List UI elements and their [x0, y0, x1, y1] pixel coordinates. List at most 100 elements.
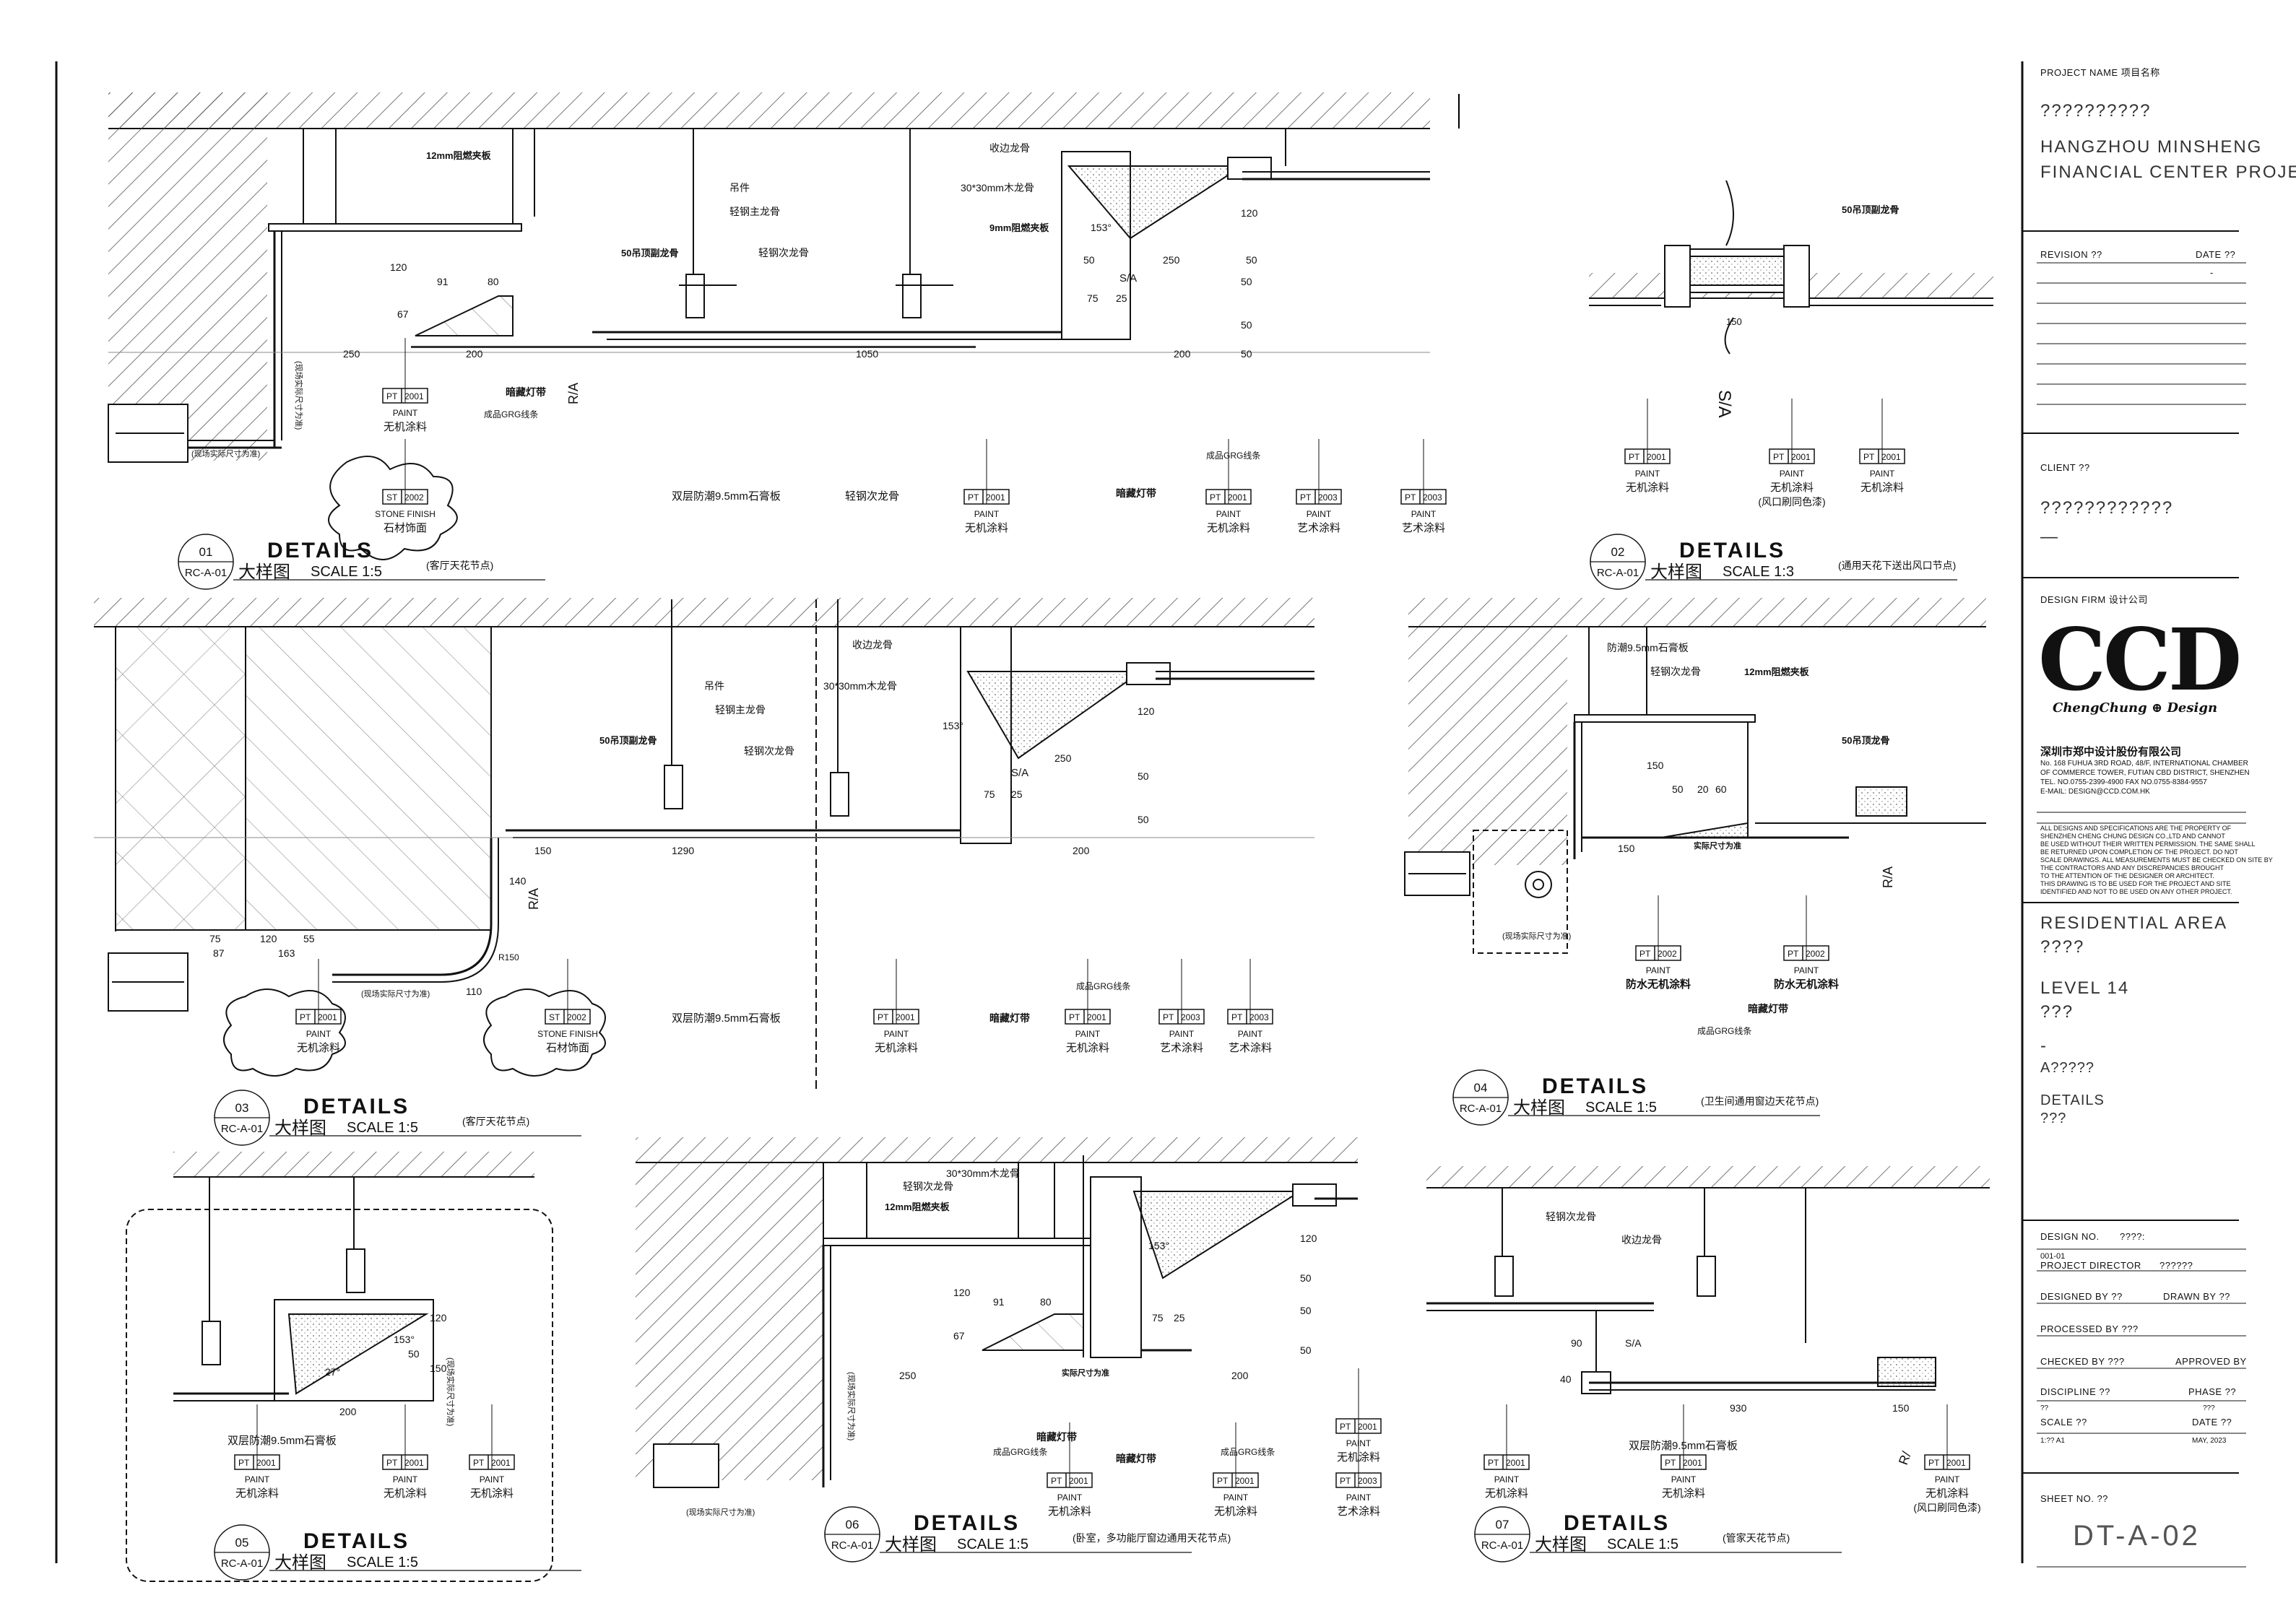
tag-label-en: PAINT — [1671, 1474, 1697, 1485]
detail-02 — [1589, 180, 1993, 355]
director-label: PROJECT DIRECTOR — [2040, 1260, 2141, 1271]
tag-number: 2001 — [1235, 1476, 1255, 1486]
d1-dim-9: 250 — [1163, 254, 1180, 266]
d1-dim-4: 250 — [343, 348, 360, 360]
detail-scale: SCALE 1:5 — [1585, 1100, 1657, 1116]
tag-code: PT — [1300, 492, 1312, 503]
processed-by-label: PROCESSED BY ??? — [2040, 1324, 2139, 1334]
d3-dim-16: R150 — [498, 952, 519, 962]
detail-note: (卫生间通用窗边天花节点) — [1701, 1095, 1819, 1107]
tag-label-en: PAINT — [393, 1474, 418, 1485]
tag-label-note: (风口刷同色漆) — [1913, 1502, 1980, 1513]
d4-ra: R/A — [1881, 866, 1895, 888]
d4-dim-1: 50 — [1672, 783, 1684, 795]
d4-dim-2: 20 — [1697, 783, 1709, 795]
d5-dim-3: 200 — [339, 1406, 357, 1417]
tag-code: PT — [473, 1458, 485, 1468]
d1-grg-2: 成品GRG线条 — [1206, 451, 1260, 461]
d1-dim-2: 91 — [437, 276, 449, 287]
tag-label-en: PAINT — [1057, 1492, 1083, 1503]
tag-label-cn: 无机涂料 — [1662, 1487, 1705, 1500]
d6-dim-2: 91 — [993, 1296, 1005, 1308]
d4-site2: (现场实际尺寸为准) — [1502, 931, 1571, 941]
detail-ref: RC-A-01 — [221, 1123, 263, 1135]
project-name-line-1: HANGZHOU MINSHENG — [2040, 137, 2263, 157]
approved-by-label: APPROVED BY — [2175, 1356, 2247, 1367]
d3-dim-9: 140 — [509, 875, 527, 887]
detail-scale: SCALE 1:5 — [957, 1537, 1028, 1552]
d6-dim-5: 200 — [1231, 1370, 1249, 1381]
date-value: - — [2210, 267, 2214, 278]
tag-code: PT — [1788, 949, 1799, 959]
tag-label-cn: 无机涂料 — [470, 1487, 514, 1500]
tag-label-en: PAINT — [1780, 469, 1805, 479]
tag-label-en: PAINT — [1346, 1492, 1372, 1503]
project-name-cn: ?????????? — [2040, 101, 2152, 121]
d6-grg-2: 成品GRG线条 — [1221, 1447, 1275, 1457]
d7-board: 双层防潮9.5mm石膏板 — [1629, 1439, 1738, 1452]
tag-label-en: STONE FINISH — [537, 1029, 598, 1039]
d6-site2: 实际尺寸为准 — [1062, 1368, 1109, 1378]
d5-site: (现场实际尺寸为准) — [446, 1357, 456, 1426]
d6-angle: 153° — [1148, 1240, 1169, 1251]
d1-site: (现场实际尺寸为准) — [294, 361, 304, 430]
area-en: RESIDENTIAL AREA — [2040, 913, 2228, 933]
detail-title-cn: 大样图 — [885, 1535, 937, 1555]
d6-site: (现场实际尺寸为准) — [846, 1372, 857, 1440]
tag-code: PT — [238, 1458, 250, 1468]
detail-02-text: 50吊顶副龙骨 S/A 150 — [1715, 204, 1899, 418]
date-label: DATE ?? — [2196, 249, 2236, 260]
d6-dim-4: 250 — [899, 1370, 917, 1381]
tag-code: PT — [1405, 492, 1416, 503]
tag-label-en: PAINT — [1870, 469, 1895, 479]
tag-label-en: PAINT — [1411, 509, 1437, 519]
d1-dim-1: 67 — [397, 308, 409, 320]
detail-title-cn: 大样图 — [1513, 1098, 1565, 1118]
tag-label-en: PAINT — [1169, 1029, 1195, 1039]
sheet-set-dash: - — [2040, 1036, 2048, 1056]
tag-code: PT — [386, 391, 398, 401]
d1-dim-6: 1050 — [856, 348, 878, 360]
d1-led: 暗藏灯带 — [506, 386, 546, 398]
tag-code: ST — [386, 492, 398, 503]
detail-ref: RC-A-01 — [831, 1539, 873, 1552]
d3-grg: 成品GRG线条 — [1076, 981, 1130, 991]
detail-ref: RC-A-01 — [185, 567, 227, 579]
d7-ra: R/ — [1896, 1450, 1914, 1467]
detail-scale: SCALE 1:5 — [1607, 1537, 1678, 1552]
detail-note: (客厅天花节点) — [462, 1116, 529, 1127]
d5-dim-0: 120 — [430, 1312, 447, 1324]
detail-note: (卧室，多功能厅窗边通用天花节点) — [1073, 1532, 1231, 1544]
discipline-label: DISCIPLINE ?? — [2040, 1386, 2110, 1397]
tag-code: PT — [1069, 1012, 1080, 1022]
tag-label-cn: 无机涂料 — [965, 522, 1008, 534]
tag-number: 2001 — [1228, 492, 1247, 503]
d4-dim-0: 150 — [1618, 843, 1635, 854]
d4-board: 防潮9.5mm石膏板 — [1607, 642, 1689, 653]
d5-board: 双层防潮9.5mm石膏板 — [228, 1434, 337, 1447]
d7-dim-3: 150 — [1892, 1402, 1910, 1414]
d6-dim-9: 50 — [1300, 1272, 1312, 1284]
tag-code: PT — [968, 492, 979, 503]
tag-code: PT — [1928, 1458, 1940, 1468]
d2-keel50: 50吊顶副龙骨 — [1842, 204, 1899, 215]
d4-keel50: 50吊顶龙骨 — [1842, 735, 1889, 746]
tag-label-cn: 无机涂料 — [235, 1487, 279, 1500]
d3-edge-keel: 收边龙骨 — [852, 639, 893, 651]
title-block — [2021, 61, 2246, 1568]
director-value: ?????? — [2159, 1260, 2193, 1271]
sheet-no: DT-A-02 — [2073, 1520, 2201, 1552]
tag-number: 2003 — [1318, 492, 1338, 503]
design-firm-label: DESIGN FIRM 设计公司 — [2040, 594, 2148, 605]
d6-dim-7: 25 — [1174, 1312, 1185, 1324]
tag-number: 2002 — [404, 492, 424, 503]
area-cn: ???? — [2040, 937, 2085, 957]
